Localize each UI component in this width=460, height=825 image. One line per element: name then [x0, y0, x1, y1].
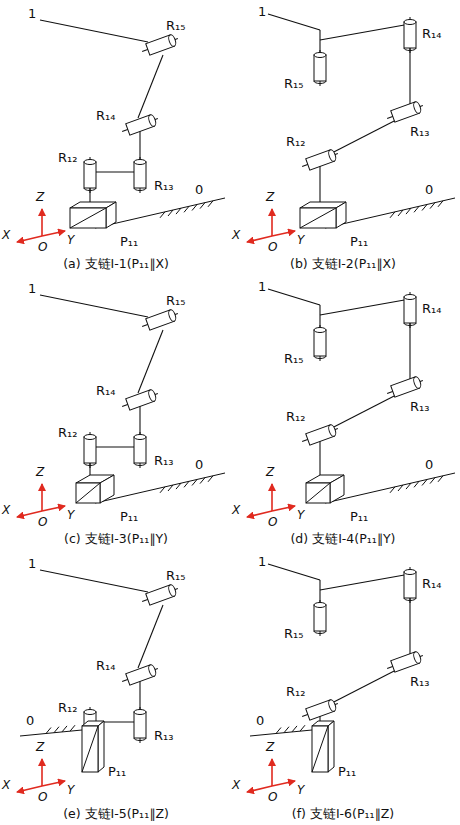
- link-number: 1: [28, 6, 36, 21]
- panel-caption: (b) 支链I-2(P₁₁∥X): [228, 256, 458, 271]
- axis-label: X: [232, 228, 240, 243]
- joint-label: R₁₅: [166, 18, 185, 33]
- axis-label: X: [2, 228, 10, 243]
- joint-label: R₁₃: [154, 453, 173, 468]
- panel-caption: (a) 支链I-1(P₁₁∥X): [1, 256, 231, 271]
- link-number: 1: [28, 556, 36, 571]
- joint-label: R₁₄: [96, 383, 115, 398]
- panel-caption: (e) 支链I-5(P₁₁∥Z): [1, 806, 231, 821]
- joint-label: R₁₄: [96, 108, 115, 123]
- origin-label: O: [38, 790, 47, 805]
- axis-label: X: [2, 778, 10, 793]
- joint-label: R₁₅: [284, 351, 303, 366]
- chain-panel-b: [247, 14, 455, 242]
- ground-label: 0: [195, 457, 203, 472]
- panel-caption: (c) 支链I-3(P₁₁∥Y): [1, 531, 231, 546]
- ground-label: 0: [256, 713, 264, 728]
- joint-label: R₁₃: [154, 728, 173, 743]
- joint-label: R₁₅: [284, 76, 303, 91]
- origin-label: O: [38, 515, 47, 530]
- joint-label: R₁₂: [58, 700, 77, 715]
- chain-panel-c: [17, 295, 225, 517]
- axis-label: Y: [297, 508, 304, 523]
- prismatic-joint-label: P₁₁: [350, 234, 368, 249]
- prismatic-joint-label: P₁₁: [120, 509, 138, 524]
- joint-label: R₁₅: [166, 293, 185, 308]
- joint-label: R₁₄: [422, 301, 441, 316]
- ground-label: 0: [425, 457, 433, 472]
- axis-label: Y: [67, 233, 74, 248]
- panel-caption: (f) 支链I-6(P₁₁∥Z): [228, 806, 458, 821]
- joint-label: R₁₅: [284, 626, 303, 641]
- ground-label: 0: [26, 713, 34, 728]
- axis-label: X: [232, 503, 240, 518]
- joint-label: R₁₄: [96, 658, 115, 673]
- panel-caption: (d) 支链I-4(P₁₁∥Y): [228, 531, 458, 546]
- joint-label: R₁₃: [154, 178, 173, 193]
- link-number: 1: [258, 554, 266, 569]
- joint-label: R₁₄: [422, 26, 441, 41]
- axis-label: Z: [36, 190, 44, 205]
- prismatic-joint-label: P₁₁: [108, 764, 126, 779]
- origin-label: O: [268, 240, 277, 255]
- prismatic-joint-label: P₁₁: [120, 234, 138, 249]
- joint-label: R₁₂: [58, 150, 77, 165]
- joint-label: R₁₃: [410, 124, 429, 139]
- chain-panel-e: [17, 570, 180, 792]
- axis-label: X: [232, 778, 240, 793]
- joint-label: R₁₄: [422, 576, 441, 591]
- ground-label: 0: [195, 182, 203, 197]
- axis-label: Z: [36, 465, 44, 480]
- axis-label: Z: [266, 190, 274, 205]
- joint-label: R₁₂: [58, 425, 77, 440]
- axis-label: Z: [266, 465, 274, 480]
- origin-label: O: [38, 240, 47, 255]
- axis-label: X: [2, 503, 10, 518]
- chain-panel-d: [247, 289, 455, 517]
- axis-label: Y: [67, 508, 74, 523]
- joint-label: R₁₅: [166, 568, 185, 583]
- prismatic-joint-label: P₁₁: [338, 764, 356, 779]
- axis-label: Z: [36, 740, 44, 755]
- link-number: 1: [28, 281, 36, 296]
- axis-label: Y: [297, 233, 304, 248]
- origin-label: O: [268, 515, 277, 530]
- ground-label: 0: [425, 182, 433, 197]
- chain-panel-f: [247, 564, 425, 792]
- link-number: 1: [258, 279, 266, 294]
- axis-label: Y: [67, 783, 74, 798]
- origin-label: O: [268, 790, 277, 805]
- joint-label: R₁₃: [410, 399, 429, 414]
- joint-label: R₁₃: [410, 674, 429, 689]
- chain-panel-a: [17, 20, 225, 242]
- joint-label: R₁₂: [286, 684, 305, 699]
- axis-label: Y: [297, 783, 304, 798]
- prismatic-joint-label: P₁₁: [350, 509, 368, 524]
- axis-label: Z: [266, 740, 274, 755]
- link-number: 1: [258, 4, 266, 19]
- joint-label: R₁₂: [286, 134, 305, 149]
- joint-label: R₁₂: [286, 409, 305, 424]
